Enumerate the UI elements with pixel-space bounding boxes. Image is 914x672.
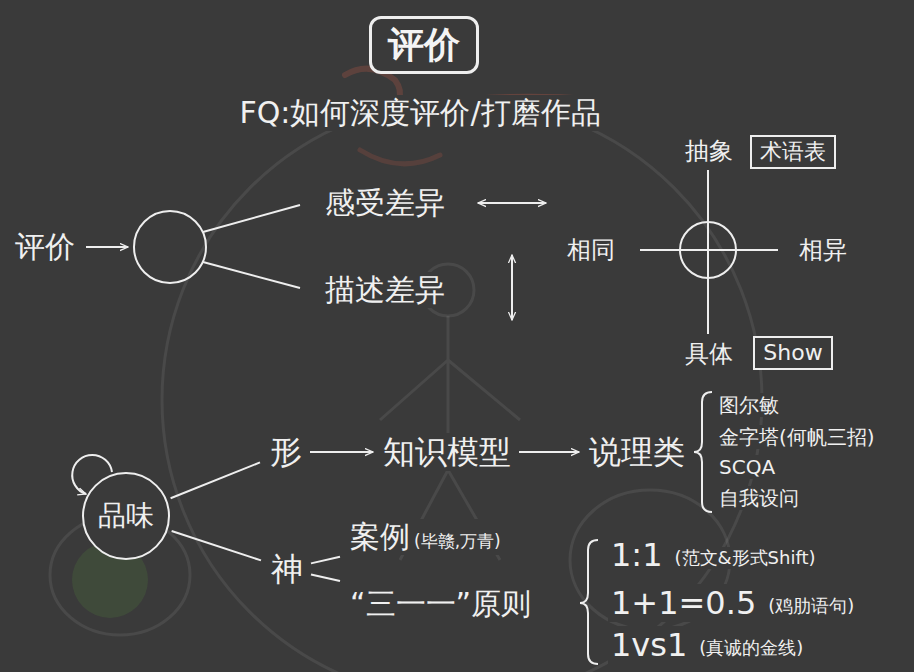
faint-scribbles — [72, 69, 590, 618]
node-text: 神 — [271, 550, 303, 588]
label-text: 抽象 — [682, 137, 736, 166]
connector — [172, 531, 261, 560]
red-scribble — [360, 150, 440, 164]
empty-circle — [134, 211, 206, 283]
label-text: (真诚的金线) — [696, 637, 806, 659]
arrow — [86, 246, 128, 248]
connector — [519, 451, 579, 453]
connector — [311, 557, 340, 564]
label-text: 1+1=0.5 — [608, 584, 759, 622]
node-text: 知识模型 — [383, 433, 511, 471]
label-text: 评价 — [12, 229, 78, 265]
text-node: 描述差异 — [321, 272, 449, 308]
axis-line — [707, 170, 709, 334]
text-node: 形 — [266, 433, 306, 471]
big-circle — [162, 100, 762, 672]
label-text: 金字塔(何帆三招) — [716, 425, 878, 449]
title-box: 评价 — [369, 16, 479, 73]
brace — [580, 540, 598, 664]
faint-figure — [50, 100, 762, 672]
text-node: “三一一”原则 — [346, 586, 535, 622]
label-text: 相同 — [564, 236, 618, 265]
circle-node: 品味 — [82, 472, 170, 560]
node-text: 描述差异 — [325, 272, 445, 308]
label-text: 具体 — [682, 340, 736, 369]
circle-shape — [83, 473, 169, 559]
label-text: (范文&形式Shift) — [672, 547, 819, 569]
connector — [311, 575, 340, 582]
label-text: FQ:如何深度评价/打磨作品 — [236, 95, 603, 131]
text-node: 知识模型 — [379, 433, 515, 471]
node-text: 术语表 — [760, 139, 826, 165]
term-box: Show — [753, 336, 832, 370]
node-text: 感受差异 — [325, 185, 445, 221]
double-arrow — [478, 202, 546, 204]
text-node: 感受差异 — [321, 185, 449, 221]
brace — [694, 392, 712, 512]
text-node: 神 — [267, 550, 307, 588]
label-text: 自我设问 — [716, 486, 802, 510]
double-arrow — [511, 255, 513, 320]
text-node: 说理类 — [585, 433, 689, 471]
label-text: 相异 — [796, 236, 850, 265]
label-text: SCQA — [716, 455, 778, 479]
label-text: (鸡肋语句) — [765, 595, 857, 617]
node-text: 案例 — [350, 519, 410, 555]
connector — [171, 462, 260, 498]
node-text: Show — [763, 340, 822, 366]
label-text: 1:1 — [608, 536, 666, 574]
layout-lines — [72, 170, 778, 664]
node-text: 品味 — [98, 499, 154, 533]
node-note: (毕赣,万青) — [414, 531, 501, 551]
branch-line — [203, 205, 300, 232]
axis-line — [640, 249, 778, 251]
node-text: 说理类 — [589, 433, 685, 471]
axis-circle — [680, 222, 736, 278]
text-node: 案例(毕赣,万青) — [346, 519, 505, 555]
term-box: 术语表 — [750, 135, 836, 169]
label-text: 1vs1 — [608, 626, 690, 664]
node-text: 形 — [270, 433, 302, 471]
label-text: 图尔敏 — [716, 393, 782, 417]
node-text: “三一一”原则 — [350, 586, 531, 622]
connector — [310, 451, 373, 453]
branch-line — [203, 262, 300, 288]
